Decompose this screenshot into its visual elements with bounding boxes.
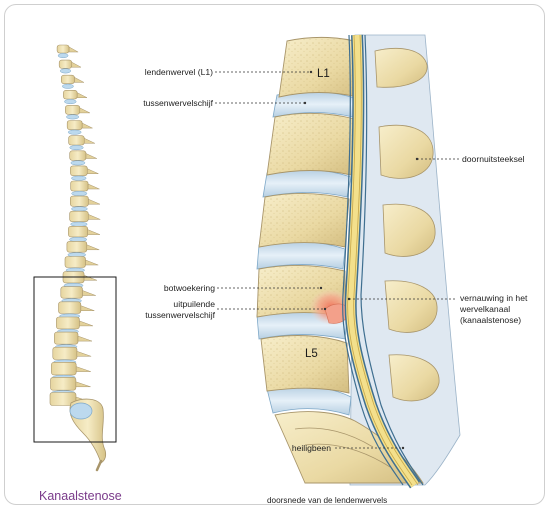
label-disc: tussenwervelschijf (143, 98, 213, 109)
vertebra-label-l5: L5 (305, 348, 318, 360)
vertebra-label-l1: L1 (317, 68, 330, 80)
label-spinous-process: doornuitsteeksel (462, 154, 525, 165)
label-narrowing: vernauwing in het wervelkanaal (kanaalst… (460, 293, 527, 326)
label-bone-spur: botwoekering (164, 283, 215, 294)
figure-caption: doorsnede van de lendenwervels (267, 496, 387, 505)
figure-frame: L1 L5 lendenwervel (L1) tussenwervelschi… (4, 4, 545, 505)
label-lumbar-vertebra: lendenwervel (L1) (145, 67, 213, 78)
lumbar-cross-section: L1 L5 (5, 5, 544, 504)
figure-title: Kanaalstenose (39, 489, 122, 503)
label-sacrum: heiligbeen (292, 443, 331, 454)
label-bulging-disc: uitpuilende tussenwervelschijf (145, 299, 215, 321)
